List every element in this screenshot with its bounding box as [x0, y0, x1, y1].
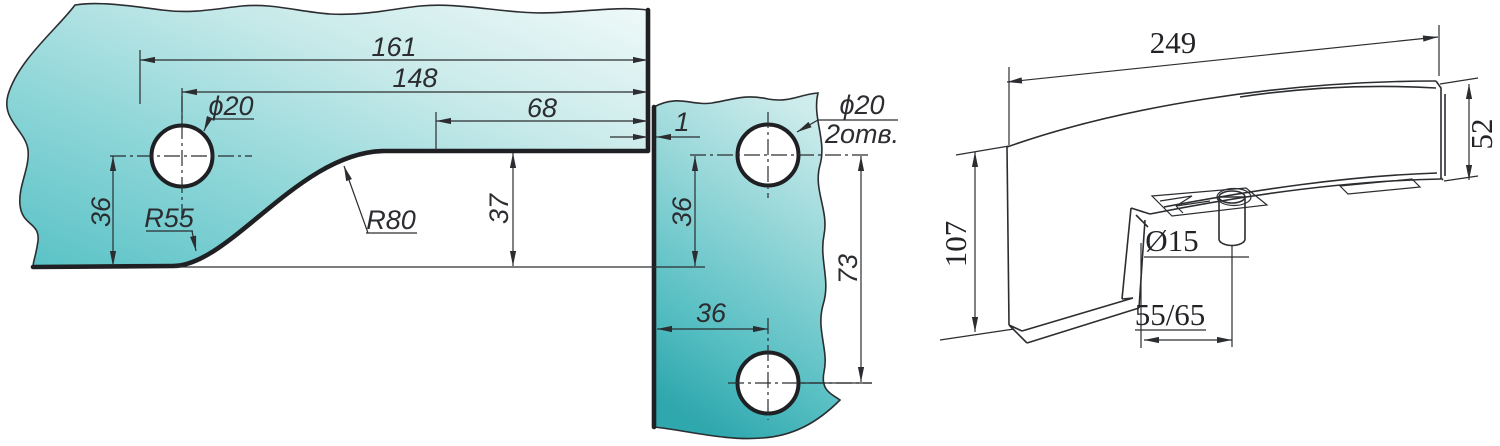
plate-notch: [1159, 195, 1211, 214]
mounting-plate: [1150, 187, 1269, 217]
pin-dia-label: Ø15: [1145, 223, 1198, 258]
dim-73-label: 73: [833, 254, 863, 284]
dim-161-label: 161: [371, 32, 416, 62]
hole-dia-label-right: ϕ20: [839, 90, 884, 120]
iso-step: [1121, 207, 1151, 309]
iso-top-edge-inner: [1239, 85, 1437, 98]
pin-offset-label: 55/65: [1135, 297, 1206, 332]
glass-panel-right: [653, 92, 842, 440]
pivot-pin-top: [1218, 190, 1246, 204]
dim-line-249: [1006, 35, 1439, 84]
leader-r80: [343, 165, 369, 234]
plate-hole: [1216, 187, 1252, 207]
dim-249-label: 249: [1150, 25, 1197, 60]
radius-r80-label: R80: [366, 205, 416, 235]
dim-36-left-label: 36: [86, 196, 116, 227]
iso-bottom-lower-edge: [1008, 297, 1140, 344]
iso-top-edge: [1006, 80, 1437, 148]
ext-107-bottom: [939, 328, 1015, 341]
iso-left-edge: [1006, 146, 1010, 326]
ext-52-bottom: [1443, 175, 1479, 182]
iso-bottom-upper-edge-inner: [1163, 172, 1438, 208]
hole-qty-label-right: 2отв.: [824, 119, 899, 149]
iso-bottom-upper-edge: [1149, 178, 1442, 215]
dim-36-bottom-label: 36: [696, 298, 727, 328]
ext-107-top: [955, 145, 1010, 156]
hole-dia-label-left: ϕ20: [208, 91, 253, 121]
iso-clamp-tab: [1338, 178, 1422, 195]
flat-view-drawing: 161 148 68 1 ϕ20 R55 R80 36 37 ϕ20 2отв.…: [5, 2, 899, 440]
iso-view-drawing: 249 52 107 Ø15 55/65: [938, 25, 1499, 348]
dim-1-label: 1: [674, 107, 689, 137]
leader-phi20-left: [203, 115, 213, 132]
glass-left-cut-edge: [30, 7, 651, 270]
dim-52-label: 52: [1464, 119, 1499, 150]
dim-37-label: 37: [484, 193, 514, 224]
dim-107-label: 107: [938, 221, 973, 268]
glass-panel-left: [5, 2, 649, 268]
pivot-pin-body: [1218, 196, 1246, 247]
leader-r55: [190, 230, 197, 252]
dim-68-label: 68: [527, 93, 557, 123]
dim-148-label: 148: [392, 63, 437, 93]
dim-36-right-label: 36: [667, 196, 697, 227]
ext-52-top: [1439, 77, 1479, 85]
radius-r55-label: R55: [144, 203, 195, 233]
iso-right-end: [1435, 80, 1446, 181]
leader-phi20-right: [796, 119, 819, 133]
